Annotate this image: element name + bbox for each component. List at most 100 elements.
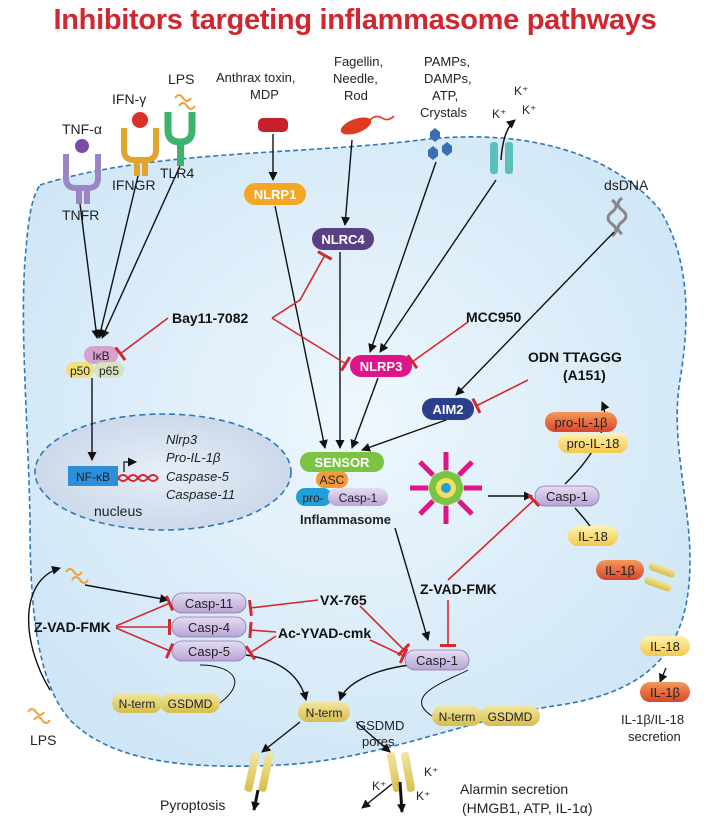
gsdmd-pore-right <box>644 562 676 592</box>
flagellin-label-2: Needle, <box>333 71 378 86</box>
svg-text:N-term: N-term <box>119 697 156 711</box>
nlrp3-node: NLRP3 <box>350 355 412 377</box>
pamps-label-3: ATP, <box>432 88 458 103</box>
aim2-node: AIM2 <box>422 398 474 420</box>
tlr4-receptor <box>164 112 196 166</box>
flagellin-label-3: Rod <box>344 88 368 103</box>
svg-text:Casp-11: Casp-11 <box>185 596 233 611</box>
pore-k-1: K⁺ <box>372 779 386 793</box>
pore-efflux-arrow <box>396 781 406 813</box>
alarmin-label-1: Alarmin secretion <box>460 781 568 797</box>
gene-nlrp3: Nlrp3 <box>166 432 198 447</box>
casp5-node: Casp-5 <box>171 640 247 662</box>
svg-text:Casp-1: Casp-1 <box>339 491 378 505</box>
pyroptosis-pore <box>244 752 274 792</box>
k-efflux-left-arrow <box>361 783 393 809</box>
casp1-cleavage-node: Casp-1 <box>404 649 470 671</box>
pore-k-2: K⁺ <box>424 765 438 779</box>
nterm-free-node: N-term <box>298 702 350 722</box>
svg-text:IL-1β: IL-1β <box>650 685 680 700</box>
inhibitor-zvad-left: Z-VAD-FMK <box>34 619 111 635</box>
gene-caspase11: Caspase-11 <box>166 487 235 502</box>
inflammasome-label: Inflammasome <box>300 512 391 527</box>
svg-text:pro-IL-1β: pro-IL-1β <box>555 415 608 430</box>
inhibitor-zvad-right: Z-VAD-FMK <box>420 581 497 597</box>
svg-text:SENSOR: SENSOR <box>315 455 371 470</box>
dsdna-label: dsDNA <box>604 177 649 193</box>
nlrp1-node: NLRP1 <box>244 183 306 205</box>
gsdmd-pores-label-2: pores <box>362 734 395 749</box>
k-ion-2: K⁺ <box>492 107 506 121</box>
nucleus <box>34 413 292 531</box>
inhibition-lines <box>114 250 541 664</box>
k-efflux-arrow <box>500 119 516 161</box>
lps-bottom-icon <box>27 708 51 724</box>
svg-text:N-term: N-term <box>306 706 343 720</box>
pyroptosis-arrow <box>251 789 260 811</box>
svg-text:IL-18: IL-18 <box>578 529 608 544</box>
svg-text:IL-1β: IL-1β <box>605 563 635 578</box>
gsdmd-cleave-line-right <box>421 669 469 717</box>
ifn-label: IFN-γ <box>112 91 146 107</box>
nlrc4-node: NLRC4 <box>312 228 374 250</box>
inhibitor-vx765: VX-765 <box>320 592 367 608</box>
inflammasome-complex: SENSOR ASC pro- Casp-1 <box>296 452 388 506</box>
ikb-complex: IκB p50 p65 <box>66 346 124 378</box>
lps-top-label: LPS <box>168 71 194 87</box>
lps-top-icon <box>174 94 196 110</box>
lps-bottom-label: LPS <box>30 732 56 748</box>
svg-text:Casp-1: Casp-1 <box>416 653 458 668</box>
k-ion-1: K⁺ <box>514 84 528 98</box>
gsdmd-cleave-line-left <box>199 664 236 704</box>
pamps-label-1: PAMPs, <box>424 54 470 69</box>
svg-text:NLRP3: NLRP3 <box>360 359 403 374</box>
tnf-label: TNF-α <box>62 121 102 137</box>
ifngr-receptor <box>121 112 159 176</box>
flagellin-icon <box>340 115 395 135</box>
potassium-channel <box>490 142 513 174</box>
anthrax-toxin-icon <box>258 118 288 132</box>
svg-text:Casp-4: Casp-4 <box>188 620 230 635</box>
svg-text:GSDMD: GSDMD <box>488 710 533 724</box>
casp11-node: Casp-11 <box>171 592 247 614</box>
svg-text:NLRC4: NLRC4 <box>321 232 365 247</box>
anthrax-label-2: MDP <box>250 87 279 102</box>
inflammasome-assembly-icon <box>410 452 482 524</box>
flagellin-label-1: Fagellin, <box>334 54 383 69</box>
alarmin-label-2: (HMGB1, ATP, IL-1α) <box>462 800 593 816</box>
diagram-title: Inhibitors targeting inflammasome pathwa… <box>53 4 657 36</box>
svg-text:AIM2: AIM2 <box>432 402 463 417</box>
gene-pro-il1b: Pro-IL-1β <box>166 450 221 465</box>
inhibitor-odn-2: (A151) <box>563 367 606 383</box>
dsdna-icon <box>606 196 628 238</box>
il18-inside-node: IL-18 <box>568 526 618 546</box>
svg-text:pro-: pro- <box>302 491 323 505</box>
il1b-secreted-node: IL-1β <box>640 682 690 702</box>
gsdmd-pores-label-1: GSDMD <box>356 718 404 733</box>
pamps-label-2: DAMPs, <box>424 71 472 86</box>
nucleus-label: nucleus <box>94 503 142 519</box>
svg-text:Casp-5: Casp-5 <box>188 644 230 659</box>
casp1-active-node: Casp-1 <box>534 485 600 507</box>
activation-arrows <box>27 134 668 753</box>
inhibitor-bay11-7082: Bay11-7082 <box>172 310 249 326</box>
ifngr-label: IFNGR <box>112 177 156 193</box>
gsdmd-left: N-term GSDMD <box>112 693 220 713</box>
lps-cytosolic-icon <box>65 568 89 584</box>
inhibitor-odn-1: ODN TTAGGG <box>528 349 622 365</box>
svg-text:NF-κB: NF-κB <box>76 470 110 484</box>
tnfr-label: TNFR <box>62 207 99 223</box>
gsdmd-right: N-term GSDMD <box>432 706 540 726</box>
svg-text:p50: p50 <box>70 364 90 378</box>
k-ion-3: K⁺ <box>522 103 536 117</box>
svg-text:pro-IL-18: pro-IL-18 <box>567 436 620 451</box>
gsdmd-pore <box>387 752 415 792</box>
pamps-icon <box>428 128 452 160</box>
gene-caspase5: Caspase-5 <box>166 469 230 484</box>
svg-text:IL-18: IL-18 <box>650 639 680 654</box>
il18-secreted-node: IL-18 <box>640 636 690 656</box>
secretion-label-1: IL-1β/IL-18 <box>621 712 684 727</box>
svg-text:IκB: IκB <box>92 349 109 363</box>
svg-text:ASC: ASC <box>320 473 345 487</box>
